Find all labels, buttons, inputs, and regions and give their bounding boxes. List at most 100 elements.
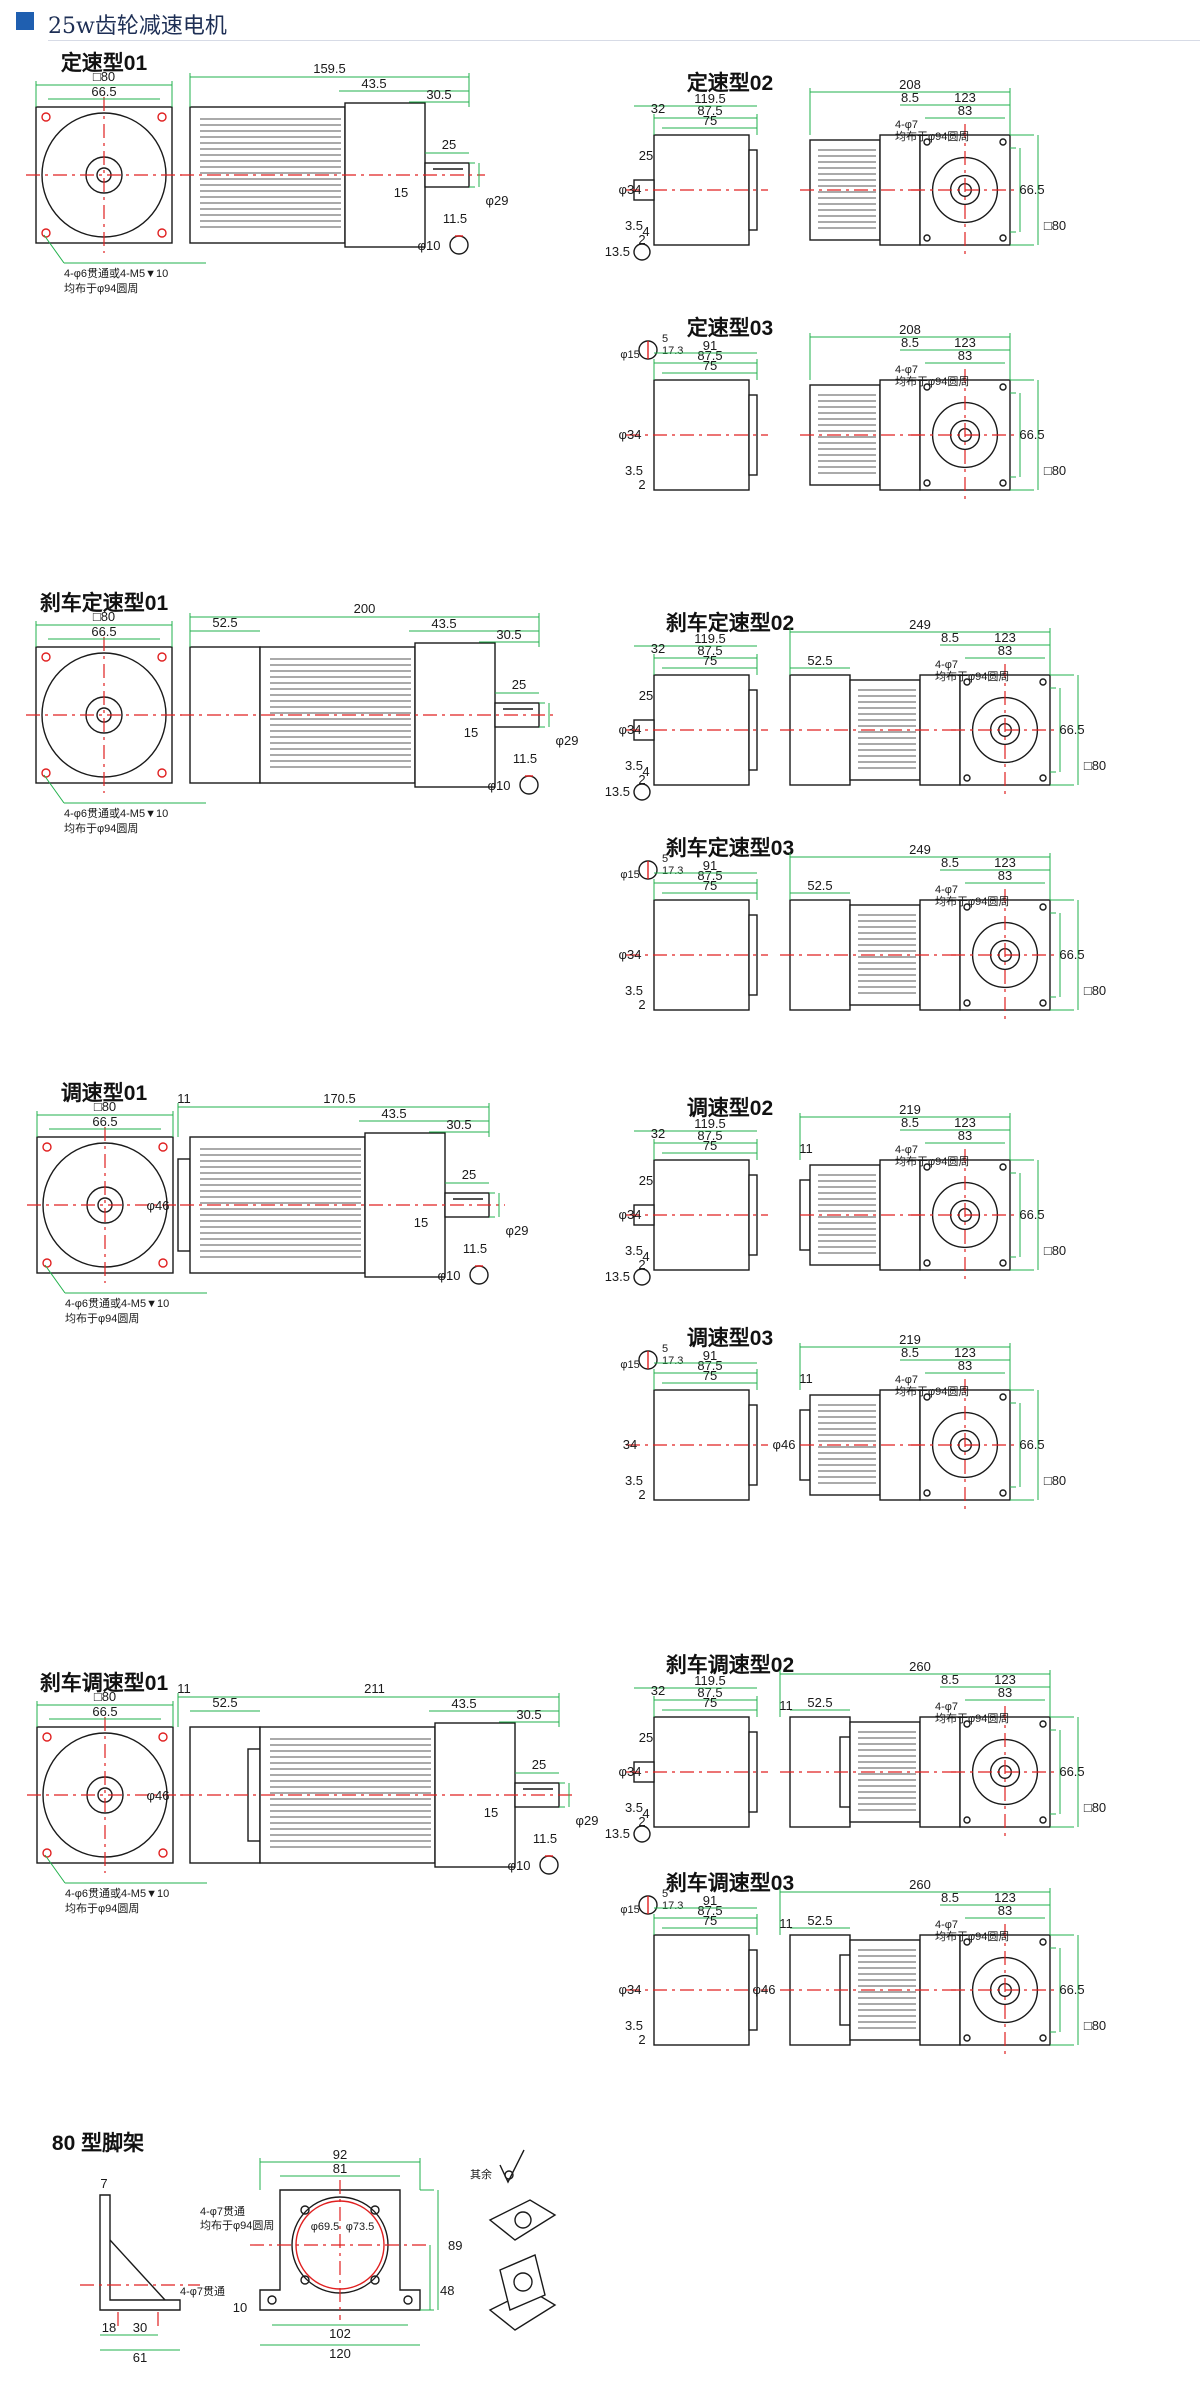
dimension-label: 52.5 (212, 1695, 237, 1710)
bracket-iso (488, 2199, 557, 2241)
mounting-note: 均布于φ94圆周 (895, 1155, 969, 1168)
dimension-label: 4 (642, 1249, 649, 1264)
mount-hole (923, 138, 931, 146)
mounting-note: 4-φ7 (895, 119, 918, 131)
dimension-label: 75 (703, 1913, 717, 1928)
dimension-label: 3.5 (625, 1243, 643, 1258)
dimension-label: 11.5 (463, 1241, 487, 1256)
dimension-label: 119.5 (694, 1116, 726, 1131)
mount-hole (923, 234, 931, 242)
bracket-iso-hole (514, 2211, 532, 2229)
roughness-symbol (499, 2149, 525, 2184)
dimension-label: 2 (638, 1814, 645, 1829)
bracket-iso-hole (513, 2272, 533, 2292)
dimension-label: □80 (1044, 218, 1066, 233)
leader-line (43, 234, 65, 264)
mount-hole (158, 1732, 168, 1742)
dimension-label: φ34 (619, 947, 642, 962)
dimension-label: 15 (414, 1215, 428, 1230)
dimension-label: 7 (100, 2176, 107, 2191)
dimension-label: 5 (662, 1343, 668, 1355)
dimension-label: 87.5 (697, 1903, 722, 1918)
dimension-label: φ73.5 (346, 2221, 375, 2233)
dimension-label: 11 (177, 1681, 191, 1696)
dimension-label: 75 (703, 113, 717, 128)
dimension-label: 87.5 (697, 1128, 722, 1143)
dimension-label: φ34 (619, 1207, 642, 1222)
dimension-label: 123 (994, 630, 1016, 645)
dimension-label: 219 (899, 1102, 921, 1117)
leader-line (43, 774, 65, 804)
dimension-label: 34 (623, 1437, 637, 1452)
dimension-label: 119.5 (694, 1673, 726, 1688)
dimension-label: φ10 (488, 778, 511, 793)
dimension-label: 83 (998, 868, 1012, 883)
mount-hole (999, 383, 1007, 391)
dimension-label: □80 (1084, 983, 1106, 998)
mounting-note: 均布于φ94圆周 (64, 282, 138, 295)
mounting-note: 4-φ6贯通或4-M5▼10 (64, 267, 168, 280)
dimension-label: φ34 (619, 722, 642, 737)
dimension-label: φ15 (620, 869, 639, 881)
dimension-label: 83 (958, 1128, 972, 1143)
gearbox-body (434, 1722, 516, 1868)
dimension-label: 25 (442, 137, 456, 152)
dimension-label: 91 (703, 1348, 717, 1363)
dimension-label: 2 (638, 232, 645, 247)
mounting-note: 4-φ7 (935, 1701, 958, 1713)
dimension-label: φ34 (619, 1764, 642, 1779)
dimension-label: 83 (958, 1358, 972, 1373)
drawing-3: 刹车定速型01□8066.520043.530.52515φ2911.5φ105… (26, 591, 578, 835)
mount-hole (300, 2275, 310, 2285)
mounting-note: 4-φ7 (895, 1374, 918, 1386)
dimension-label: 211 (364, 1681, 385, 1696)
dimension-label: 81 (333, 2161, 347, 2176)
dimension-label: 123 (994, 1672, 1016, 1687)
dimension-label: 8.5 (941, 630, 959, 645)
mount-hole (963, 999, 971, 1007)
dimension-label: 11 (177, 1091, 191, 1106)
dimension-label: 75 (703, 878, 717, 893)
dimension-label: 8.5 (901, 90, 919, 105)
mount-hole (157, 112, 167, 122)
mounting-note: 均布于φ94圆周 (935, 895, 1009, 908)
dimension-label: 249 (909, 842, 931, 857)
dimension-label: 66.5 (1059, 947, 1084, 962)
mounting-note: 4-φ7 (895, 364, 918, 376)
dimension-label: 91 (703, 1893, 717, 1908)
dimension-label: 8.5 (941, 1890, 959, 1905)
leader-line (44, 1854, 66, 1884)
mount-hole (999, 479, 1007, 487)
dimension-label: 11 (799, 1371, 813, 1386)
dimension-label: φ29 (486, 193, 509, 208)
foot-hole (403, 2295, 413, 2305)
dimension-label: 119.5 (694, 91, 726, 106)
mount-hole (370, 2275, 380, 2285)
mount-hole (923, 383, 931, 391)
mount-hole (300, 2205, 310, 2215)
dimension-label: 5 (662, 853, 668, 865)
dimension-label: 30 (133, 2320, 147, 2335)
dimension-label: φ29 (576, 1813, 599, 1828)
dimension-label: 8.5 (901, 1115, 919, 1130)
dimension-label: 25 (639, 1730, 653, 1745)
mount-hole (42, 1142, 52, 1152)
dimension-label: 4 (642, 224, 649, 239)
dimension-label: 25 (532, 1757, 546, 1772)
dimension-label: 13.5 (605, 1269, 630, 1284)
mount-hole (1039, 1938, 1047, 1946)
dimension-label: 32 (651, 1683, 665, 1698)
dimension-label: 15 (394, 185, 408, 200)
mounting-note: 4-φ6贯通或4-M5▼10 (65, 1887, 169, 1900)
drawing-4: 刹车定速型0287.575φ343.52119.5322513.542498.5… (605, 611, 1106, 801)
dimension-label: 75 (703, 1695, 717, 1710)
dimension-label: 2 (638, 2032, 645, 2047)
mounting-note: 4-φ7贯通 (200, 2205, 245, 2218)
dimension-label: □80 (1084, 1800, 1106, 1815)
mounting-note: 4-φ7 (935, 659, 958, 671)
motor-body (259, 646, 416, 784)
mount-hole (963, 1720, 971, 1728)
dimension-label: 89 (448, 2238, 462, 2253)
